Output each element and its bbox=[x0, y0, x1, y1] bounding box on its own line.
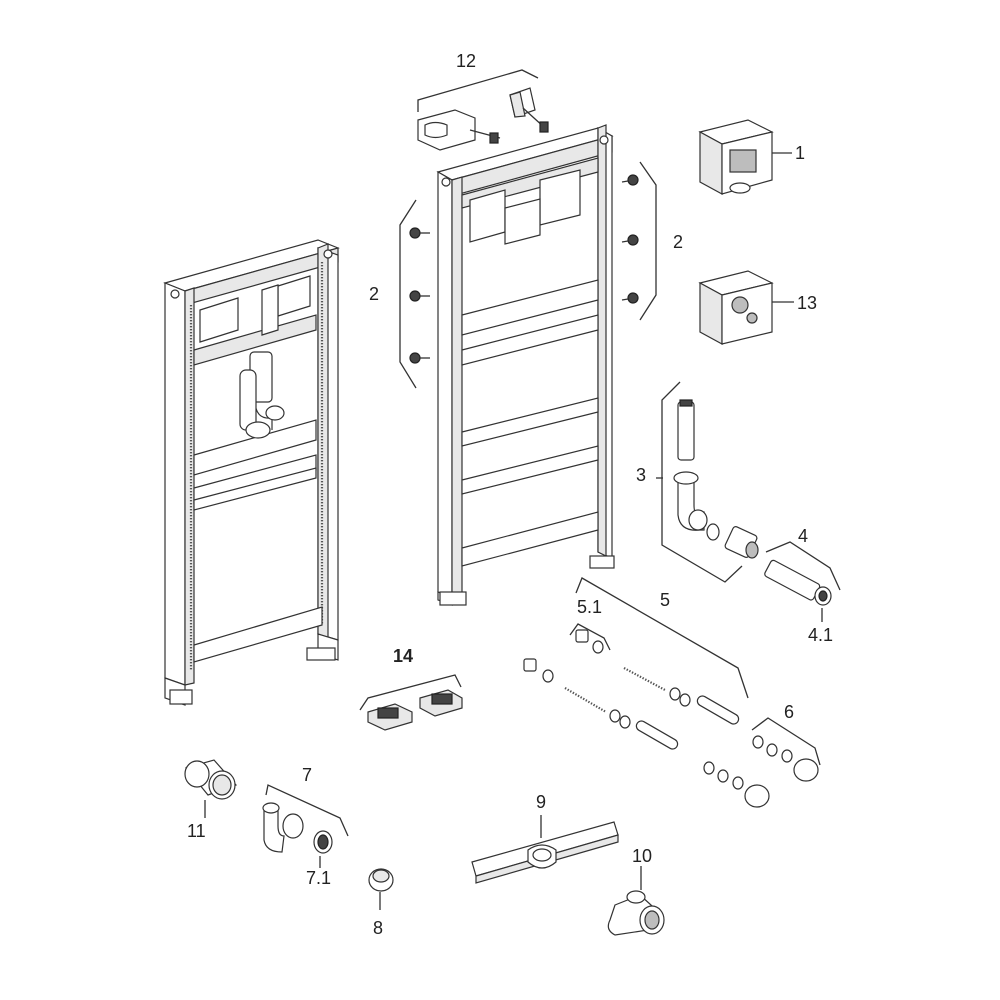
label-10: 10 bbox=[632, 846, 652, 866]
label-1: 1 bbox=[795, 143, 805, 163]
label-2-right: 2 bbox=[673, 232, 683, 252]
label-6: 6 bbox=[784, 702, 794, 722]
part-11-socket bbox=[184, 759, 238, 818]
label-8: 8 bbox=[373, 918, 383, 938]
part-1-box bbox=[698, 119, 774, 196]
part-9-crossbar bbox=[471, 815, 619, 884]
label-3: 3 bbox=[636, 465, 646, 485]
part-2-screws-right bbox=[621, 161, 657, 321]
part-13-box bbox=[698, 270, 774, 346]
part-6-caps bbox=[703, 717, 821, 808]
label-14: 14 bbox=[393, 646, 413, 666]
label-5: 5 bbox=[660, 590, 670, 610]
label-7-1: 7.1 bbox=[306, 868, 331, 888]
label-9: 9 bbox=[536, 792, 546, 812]
part-5-rods bbox=[523, 577, 749, 750]
label-5-1: 5.1 bbox=[577, 597, 602, 617]
part-3-elbow bbox=[661, 381, 759, 583]
label-4: 4 bbox=[798, 526, 808, 546]
part-14-clips bbox=[359, 674, 463, 731]
part-7-elbow bbox=[262, 784, 349, 868]
frame-bare bbox=[436, 124, 615, 606]
label-4-1: 4.1 bbox=[808, 625, 833, 645]
label-12: 12 bbox=[456, 51, 476, 71]
label-2-left: 2 bbox=[369, 284, 379, 304]
part-8-cap bbox=[368, 868, 394, 910]
part-12-brackets bbox=[417, 69, 549, 151]
part-2-screws-left bbox=[399, 199, 430, 389]
frame-assembled bbox=[163, 239, 340, 706]
label-13: 13 bbox=[797, 293, 817, 313]
leader-lines bbox=[656, 152, 794, 479]
part-labels: 1 2 2 3 4 4.1 5 5.1 6 7 7.1 8 9 10 11 12… bbox=[187, 51, 833, 938]
label-7: 7 bbox=[302, 765, 312, 785]
part-10-siphon bbox=[607, 866, 665, 936]
part-4-pipe bbox=[764, 541, 841, 622]
label-11: 11 bbox=[187, 821, 206, 841]
